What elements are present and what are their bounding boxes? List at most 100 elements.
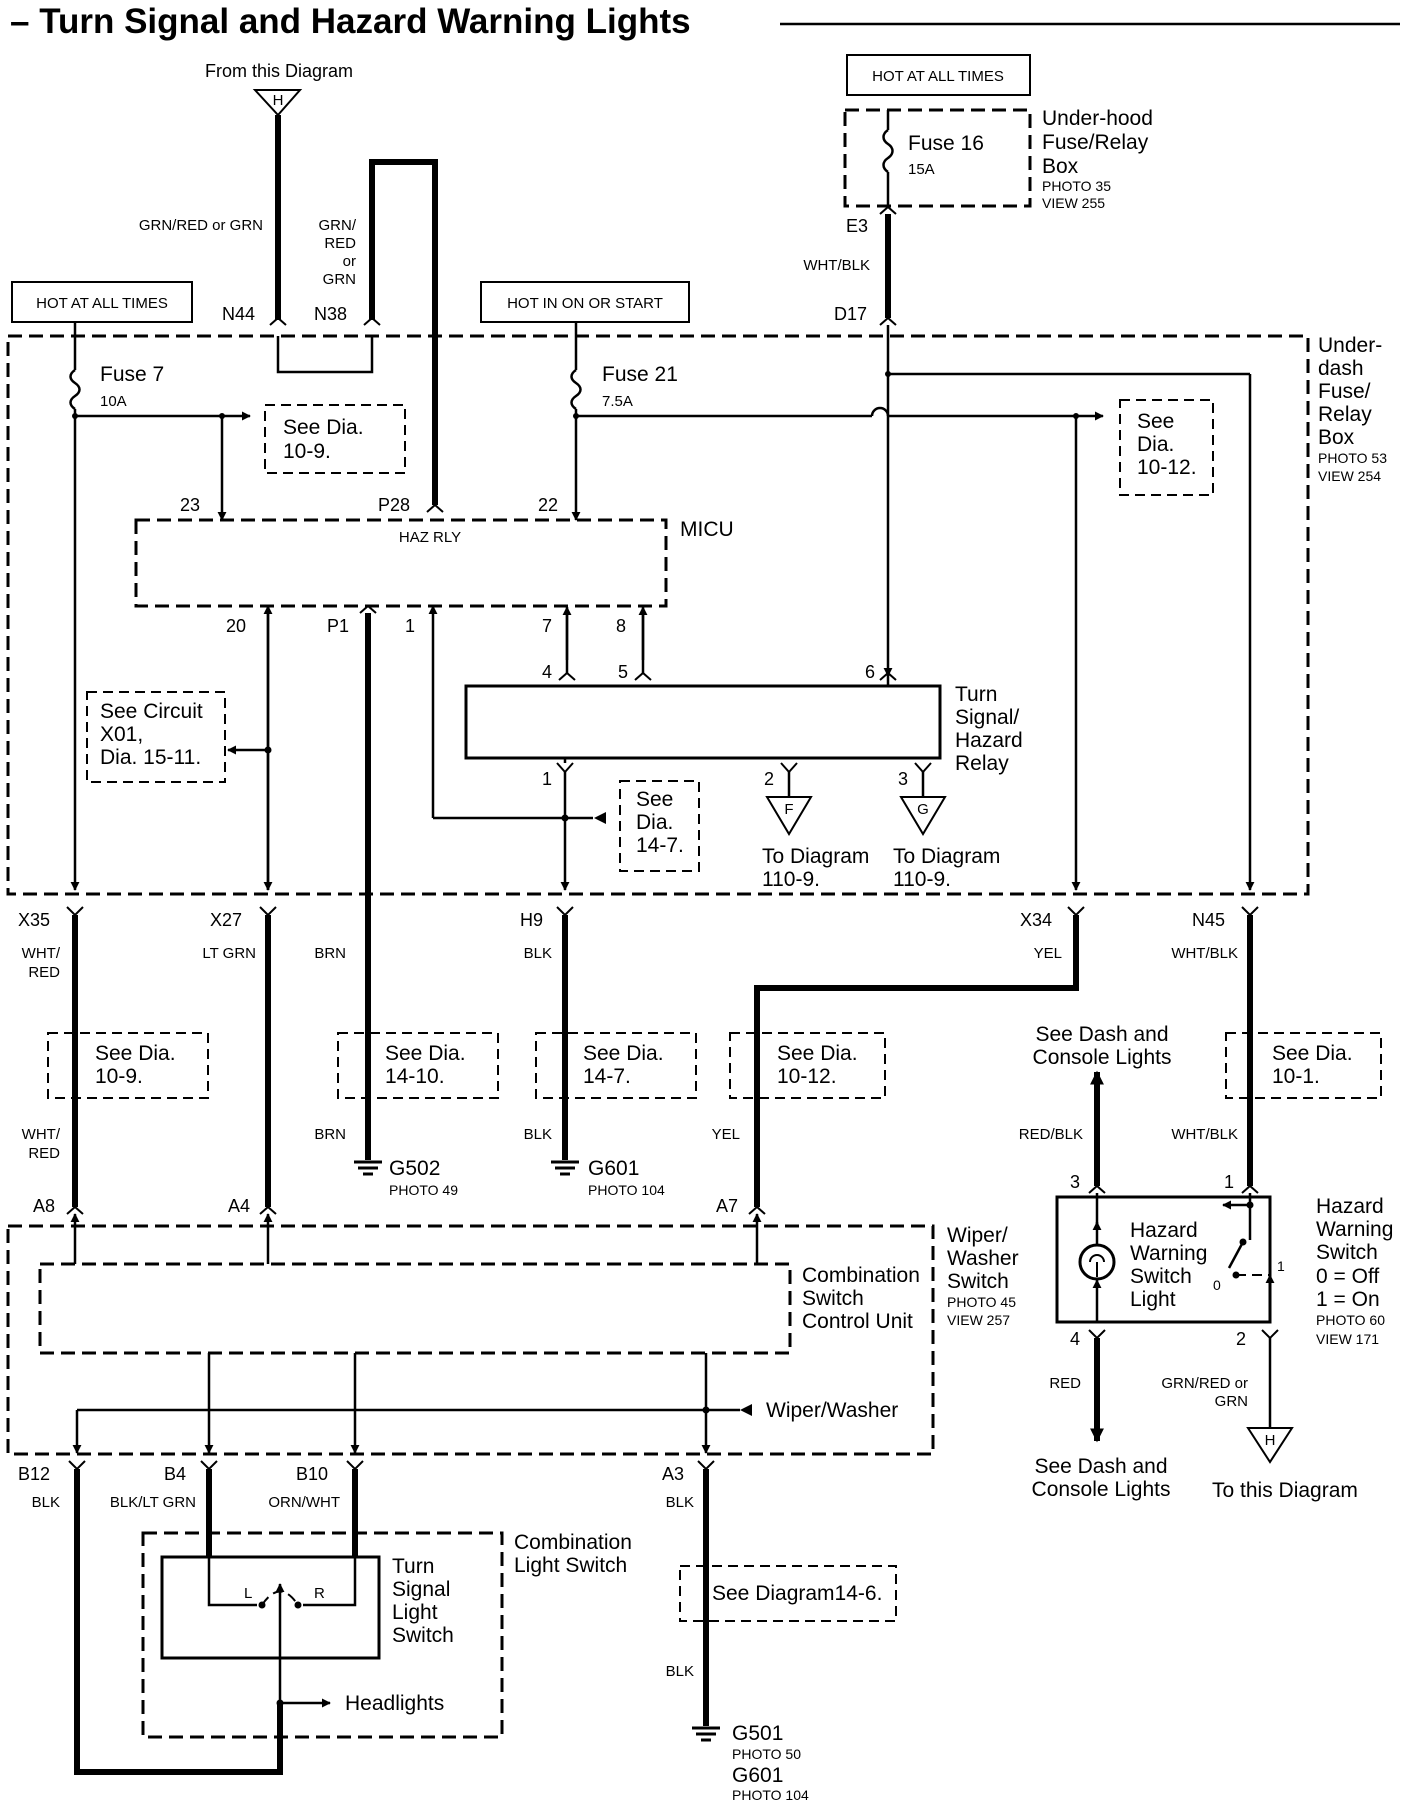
term-n45: N45 [1192, 910, 1225, 930]
relay-pin-5: 5 [618, 662, 628, 682]
term-n38: N38 [314, 304, 347, 324]
term-x35: X35 [18, 910, 50, 930]
hazard-name-1: Hazard [1316, 1195, 1384, 1218]
hazard-off: 0 = Off [1316, 1265, 1379, 1288]
wire-redblk-color: RED/BLK [1019, 1126, 1083, 1143]
underdash-name-1: Under- [1318, 334, 1382, 357]
wire-x34-color: YEL [1034, 945, 1062, 962]
wire-x34-a7 [754, 915, 1079, 1207]
ground-g601-icon [551, 1160, 579, 1176]
see-circuit-2: X01, [100, 723, 143, 746]
term-e3: E3 [846, 216, 868, 236]
wiper-switch-name-1: Wiper/ [947, 1224, 1008, 1247]
wire-n44-color: GRN/RED or GRN [139, 217, 263, 234]
connector-g [899, 796, 947, 836]
hot-in-on-or-start: HOT IN ON OR START [507, 295, 663, 312]
wire-p1-color: BRN [314, 945, 346, 962]
underhood-name-2: Fuse/Relay [1042, 131, 1149, 154]
term-b12: B12 [18, 1464, 50, 1484]
hazard-name-3: Switch [1316, 1241, 1378, 1264]
see-dash-top-1: See Dash and [1035, 1023, 1168, 1046]
see-dia-1410-2: 14-10. [385, 1065, 445, 1088]
wire-e3-color: WHT/BLK [803, 257, 870, 274]
underdash-name-2: dash [1318, 357, 1364, 380]
wire-p1-color-lower: BRN [314, 1126, 346, 1143]
see-dash-bottom-2: Console Lights [1032, 1478, 1171, 1501]
see-147-pointer [594, 812, 606, 824]
to-diagram-f-2: 110-9. [762, 868, 820, 891]
see-diagram-146: See Diagram14-6. [712, 1582, 882, 1605]
see-dia-109-inner-box [264, 404, 406, 474]
underdash-name-3: Fuse/ [1318, 380, 1371, 403]
n44-connector [269, 316, 287, 326]
see-dia-109-2: 10-9. [95, 1065, 143, 1088]
term-h9: H9 [520, 910, 543, 930]
term-n44: N44 [222, 304, 255, 324]
relay-name-3: Hazard [955, 729, 1023, 752]
connector-g-letter: G [917, 801, 929, 818]
see-dia-147-inner-2: Dia. [636, 811, 673, 834]
hazard-light-4: Light [1130, 1288, 1176, 1311]
relay-pin-4: 4 [542, 662, 552, 682]
see-dia-101-2: 10-1. [1272, 1065, 1320, 1088]
see-dia-1012-1: See Dia. [777, 1042, 858, 1065]
control-unit-1: Combination [802, 1264, 920, 1287]
see-dia-109-1: See Dia. [95, 1042, 176, 1065]
g601b-photo: PHOTO 104 [732, 1787, 809, 1803]
see-dia-1410-box [337, 1032, 499, 1099]
micu-pin-22: 22 [538, 495, 558, 515]
underhood-name-3: Box [1042, 155, 1079, 178]
terminal-row [66, 906, 1259, 917]
wire-h9-color-lower: BLK [524, 1126, 552, 1143]
see-circuit-1: See Circuit [100, 700, 203, 723]
wire-h9-color: BLK [524, 945, 552, 962]
hot-at-all-times-left-box [11, 281, 193, 323]
fuse7-name: Fuse 7 [100, 363, 164, 386]
ground-g501-icon [692, 1726, 720, 1742]
underhood-name-1: Under-hood [1042, 107, 1153, 130]
wire-x35-color-lower-1: WHT/ [22, 1126, 61, 1143]
wiper-washer-label: Wiper/Washer [766, 1399, 898, 1422]
see-dia-147-inner-1: See [636, 788, 673, 811]
hazard-switch-blade [1227, 1241, 1245, 1269]
hazard-pin-3: 3 [1070, 1172, 1080, 1192]
relay-pin-2: 2 [764, 769, 774, 789]
wire-grnred-color-1: GRN/RED or [1161, 1375, 1248, 1392]
term-a3: A3 [662, 1464, 684, 1484]
g502-photo: PHOTO 49 [389, 1182, 458, 1198]
relay-name-2: Signal/ [955, 706, 1019, 729]
term-a8: A8 [33, 1196, 55, 1216]
underhood-box [843, 108, 1032, 208]
turn-switch-2: Signal [392, 1578, 450, 1601]
turn-signal-switch-box [160, 1555, 381, 1660]
underhood-photo: PHOTO 35 [1042, 178, 1111, 194]
hot-at-all-times-right-box [846, 54, 1031, 96]
to-diagram-g-2: 110-9. [893, 868, 951, 891]
hot-in-on-or-start-box [480, 281, 690, 323]
wire-n38-color-3: or [343, 253, 356, 270]
wiper-switch-photo: PHOTO 45 [947, 1294, 1016, 1310]
hot-at-all-times-right: HOT AT ALL TIMES [872, 68, 1004, 85]
wire-x35-color-lower-2: RED [28, 1145, 60, 1162]
see-dia-1410-1: See Dia. [385, 1042, 466, 1065]
wire-n38-color-4: GRN [323, 271, 356, 288]
see-dia-147-1: See Dia. [583, 1042, 664, 1065]
wire-b12-color: BLK [32, 1494, 60, 1511]
term-a7: A7 [716, 1196, 738, 1216]
micu-pin-23: 23 [180, 495, 200, 515]
turn-pos-r: R [314, 1585, 325, 1602]
hazard-light-1: Hazard [1130, 1219, 1198, 1242]
wiper-washer-pointer [740, 1404, 752, 1416]
hazard-pos-0: 0 [1213, 1277, 1221, 1293]
relay-pin-3: 3 [898, 769, 908, 789]
turn-switch-4: Switch [392, 1624, 454, 1647]
see-dia-109-inner-1: See Dia. [283, 416, 364, 439]
see-dia-109-inner-2: 10-9. [283, 440, 331, 463]
see-dia-1012-box [729, 1032, 886, 1099]
micu-pin-p1: P1 [327, 616, 349, 636]
see-dia-1012-inner-3: 10-12. [1137, 456, 1197, 479]
hazard-name-2: Warning [1316, 1218, 1393, 1241]
connector-h-bottom-letter: H [1265, 1432, 1276, 1449]
g502-label: G502 [389, 1157, 440, 1180]
